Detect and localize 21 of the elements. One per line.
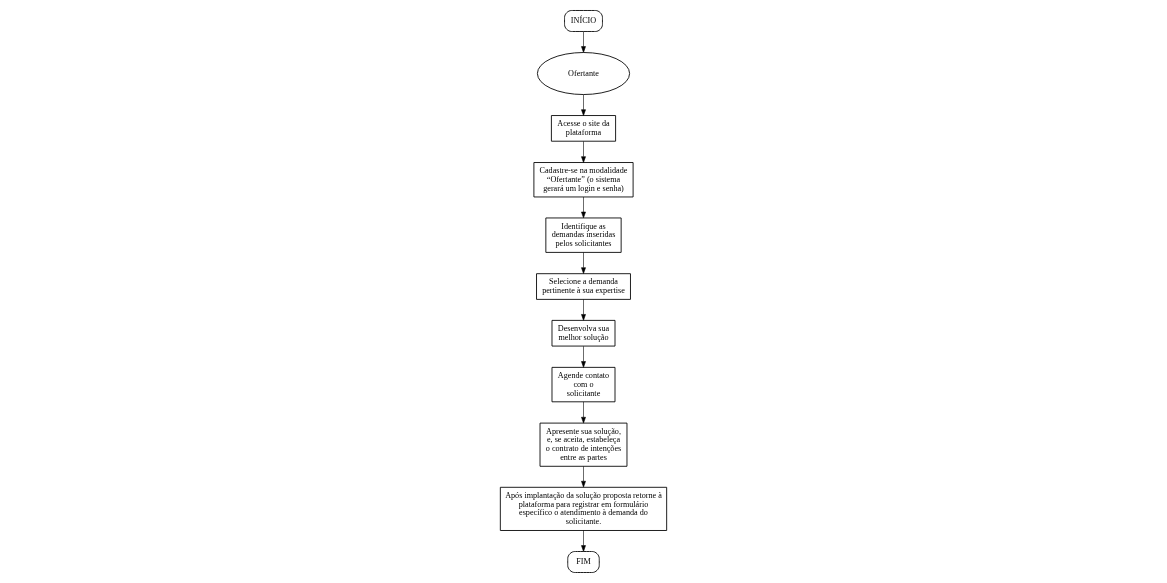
node-box: Identifique as demandas inseridas pelos solicitantes <box>545 217 622 253</box>
arrow <box>581 141 586 163</box>
arrow <box>581 466 586 488</box>
arrow <box>581 401 586 424</box>
node-box: Desenvolva sua melhor solução <box>551 319 616 347</box>
arrow <box>581 299 586 321</box>
arrow <box>581 31 586 53</box>
node-box: Após implantação da solução proposta retorne à plataforma para registrar em formulário específico o atendimento à demanda do solicitante. <box>499 486 668 531</box>
node-box: INÍCIO <box>564 10 603 32</box>
node-box: Acesse o site da plataforma <box>550 115 617 142</box>
arrow <box>581 346 586 368</box>
arrow <box>581 252 586 274</box>
node-box: FIM <box>567 551 600 573</box>
node-box: Cadastre-se na modalidade “Ofertante” (o sistema gerará um login e senha) <box>533 162 634 198</box>
node-box: Apresente sua solução, e, se aceita, estabeleça o contrato de intenções entre as partes <box>539 422 628 467</box>
node-ellipse: Ofertante <box>536 52 631 95</box>
arrow <box>581 530 586 552</box>
node-box: Selecione a demanda pertinente à sua expertise <box>536 273 631 300</box>
node-box: Agende contato com o solicitante <box>551 366 616 403</box>
arrow <box>581 94 586 116</box>
arrow <box>581 196 586 219</box>
